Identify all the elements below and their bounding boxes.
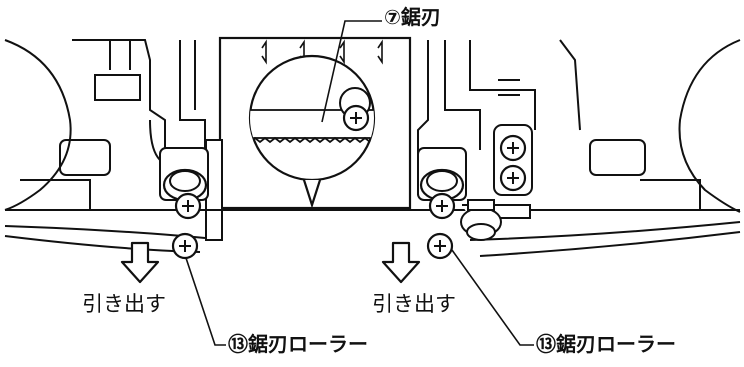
saw-blade-roller-label-left: ⑬鋸刃ローラー xyxy=(228,332,368,356)
down-arrow-icon xyxy=(381,241,421,284)
roller-leaders xyxy=(185,249,534,346)
guide-rail xyxy=(4,209,741,257)
saw-blade-label: ⑦鋸刃 xyxy=(384,5,441,29)
down-arrow-icon xyxy=(120,241,160,284)
saw-blade-roller-label-right: ⑬鋸刃ローラー xyxy=(536,332,676,356)
left-roller-assembly xyxy=(159,147,209,260)
right-roller-assembly xyxy=(417,124,533,260)
saw-blade-leader xyxy=(321,20,382,123)
magnifier-lens xyxy=(248,54,376,209)
pull-out-label-left: 引き出す xyxy=(82,292,166,316)
pull-out-label-right: 引き出す xyxy=(372,292,456,316)
